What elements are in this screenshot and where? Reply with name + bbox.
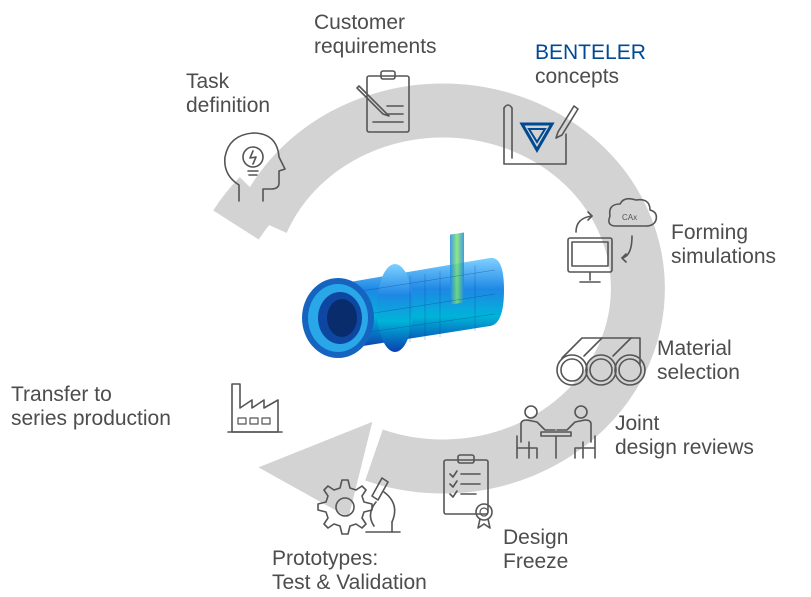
tubes-icon xyxy=(556,337,646,386)
head-lightbulb-icon xyxy=(223,132,286,202)
label-benteler-concepts: BENTELER concepts xyxy=(535,41,646,88)
meeting-people-icon xyxy=(516,405,596,459)
gear-microscope-icon xyxy=(317,477,401,535)
checklist-seal-icon xyxy=(443,454,493,529)
label-forming-simulations: Forming simulations xyxy=(671,221,777,268)
factory-icon xyxy=(227,383,283,433)
label-design-freeze: Design Freeze xyxy=(503,526,569,573)
label-customer-requirements: Customer requirements xyxy=(314,11,437,58)
clipboard-pen-icon xyxy=(356,70,410,133)
monitor-cloud-cax-icon: CAx xyxy=(567,197,658,283)
label-prototypes: Prototypes: Test & Validation xyxy=(272,547,427,594)
tube-part-simulation xyxy=(302,232,504,358)
cax-label: CAx xyxy=(622,213,637,222)
label-task-definition: Task definition xyxy=(186,70,271,117)
label-joint-design-reviews: Joint design reviews xyxy=(615,412,754,459)
benteler-logo-sheet-icon xyxy=(503,104,579,165)
label-transfer-series-production: Transfer to series production xyxy=(11,383,171,430)
label-material-selection: Material selection xyxy=(657,337,740,384)
benteler-brand-word: BENTELER xyxy=(535,41,646,64)
